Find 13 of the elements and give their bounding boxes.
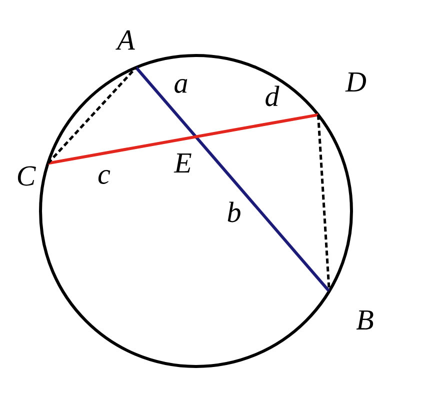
- point-label: C: [18, 166, 36, 186]
- segment-label: d: [266, 86, 280, 106]
- dashed-chord: [47, 66, 138, 164]
- point-label: B: [356, 310, 374, 330]
- point-label: A: [116, 30, 135, 50]
- chord: [134, 66, 330, 292]
- point-label: D: [345, 72, 366, 92]
- segment-label: a: [174, 79, 188, 93]
- segment-label: b: [228, 202, 240, 222]
- segment-label: c: [98, 170, 110, 184]
- dashed-chord: [316, 114, 330, 292]
- point-label: E: [174, 154, 192, 172]
- chord: [48, 113, 318, 165]
